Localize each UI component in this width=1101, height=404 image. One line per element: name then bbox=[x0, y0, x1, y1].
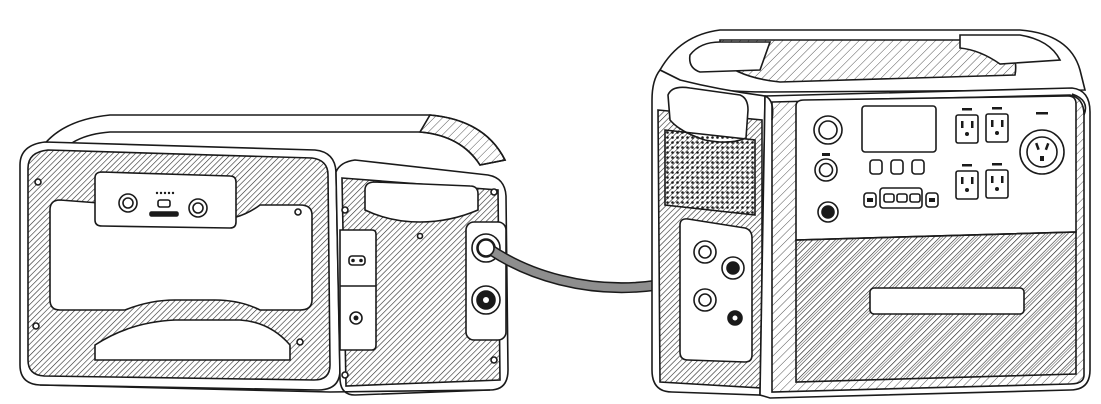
station-top-handle-left bbox=[688, 41, 772, 73]
battery-level-dots bbox=[155, 191, 175, 195]
battery-dc-port bbox=[348, 255, 366, 266]
station-display-button-1 bbox=[869, 159, 883, 175]
cable-plug-battery bbox=[477, 239, 495, 257]
battery-bottom-window bbox=[94, 319, 291, 361]
battery-top-edge bbox=[418, 114, 507, 166]
battery-side-screws bbox=[341, 188, 498, 379]
power-station bbox=[651, 29, 1091, 399]
battery-side-handle bbox=[364, 181, 479, 223]
station-display-button-2 bbox=[890, 159, 904, 175]
battery-led-indicator bbox=[157, 199, 171, 208]
battery-side-port-panel bbox=[339, 229, 377, 351]
expansion-battery bbox=[19, 114, 509, 396]
battery-front-screws bbox=[32, 178, 304, 346]
station-side-port-bay bbox=[679, 218, 753, 363]
station-logo-recess bbox=[869, 287, 1025, 315]
station-display-button-3 bbox=[911, 159, 925, 175]
station-ac-outlets bbox=[955, 107, 1048, 200]
station-top-handle-right bbox=[959, 34, 1062, 65]
station-display bbox=[861, 105, 937, 153]
station-side-grille bbox=[664, 129, 756, 216]
battery-base bbox=[39, 384, 491, 393]
